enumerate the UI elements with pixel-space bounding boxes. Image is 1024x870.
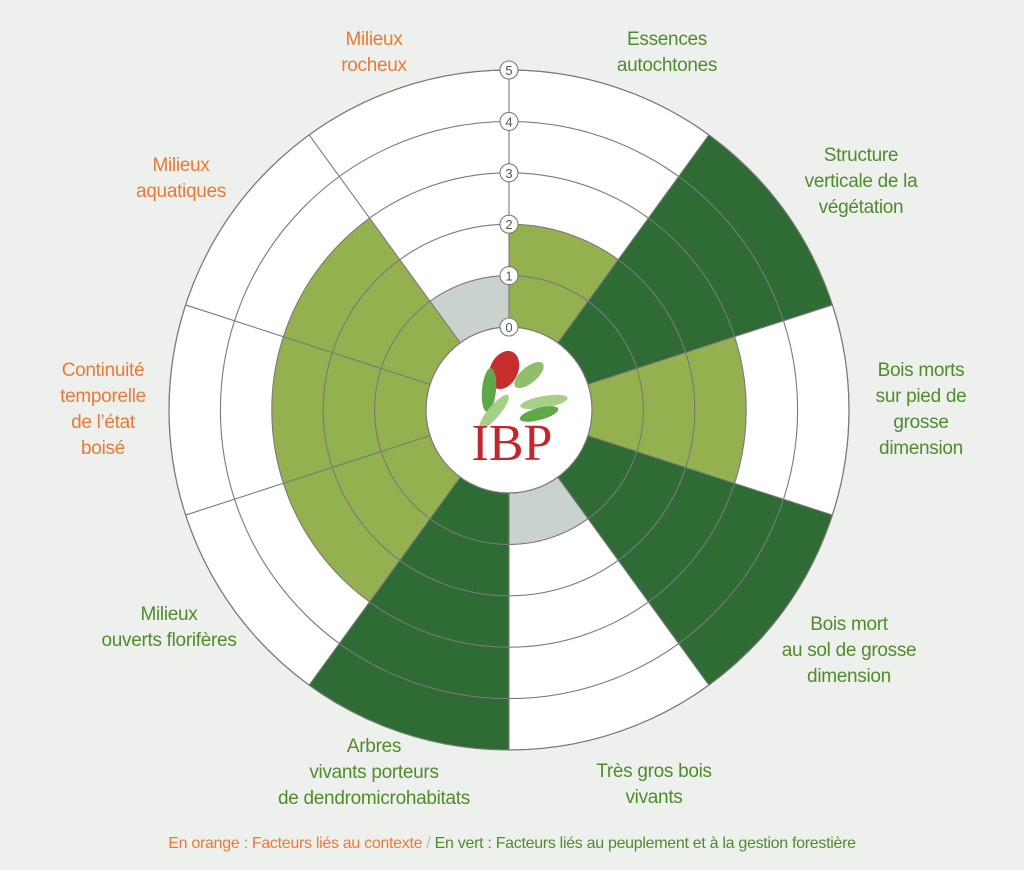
legend-orange: En orange : Facteurs liés au contexte xyxy=(168,835,423,852)
logo-leaf-icon xyxy=(514,361,544,389)
bar-continuit-temporelle-de-l-tat-bois- xyxy=(271,336,431,484)
tick-label-1: 1 xyxy=(505,269,512,284)
category-label: Bois mort au sol de grosse dimension xyxy=(781,614,917,687)
spoke xyxy=(587,435,833,516)
category-label: Continuité temporelle de l’état boisé xyxy=(60,360,146,459)
bar-milieux-aquatiques xyxy=(283,218,461,385)
bar-arbres-vivants-porteurs-de-dendromicrohabitats xyxy=(309,477,509,750)
tick-label-3: 3 xyxy=(505,166,512,181)
tick-bubble xyxy=(499,266,519,286)
tick-label-5: 5 xyxy=(505,63,512,78)
spoke xyxy=(185,435,431,516)
tick-label-0: 0 xyxy=(505,320,512,335)
bar-tr-s-gros-bois-vivants xyxy=(509,477,588,545)
category-label: Milieux rocheux xyxy=(341,29,407,76)
bar-milieux-rocheux xyxy=(430,275,509,343)
tick-bubble xyxy=(499,111,519,131)
legend-green: En vert : Facteurs liés au peuplement et… xyxy=(434,835,856,852)
category-label: Structure verticale de la végétation xyxy=(804,145,918,218)
category-label: Milieux ouverts florifères xyxy=(101,604,237,651)
category-label: Bois morts sur pied de grosse dimension xyxy=(875,360,967,459)
spoke xyxy=(557,476,710,686)
logo-leaf-icon xyxy=(481,368,497,412)
tick-bubble xyxy=(499,214,519,234)
bar-bois-morts-sur-pied-de-grosse-dimension xyxy=(587,336,747,484)
category-label: Milieux aquatiques xyxy=(136,155,226,202)
tick-bubble xyxy=(499,163,519,183)
spoke xyxy=(308,134,461,344)
logo-leaf-icon xyxy=(488,350,520,390)
tick-label-4: 4 xyxy=(505,114,512,129)
tick-label-2: 2 xyxy=(505,217,512,232)
spoke xyxy=(308,476,461,686)
tick-bubble xyxy=(499,60,519,80)
spoke xyxy=(587,304,833,385)
bar-milieux-ouverts-florif-res xyxy=(283,435,461,602)
logo-text: IBP xyxy=(472,415,553,472)
spoke xyxy=(557,134,710,344)
spoke xyxy=(185,304,431,385)
tick-bubble xyxy=(499,317,519,337)
category-label: Arbres vivants porteurs de dendromicroha… xyxy=(278,736,470,809)
bar-essences-autochtones xyxy=(509,224,619,343)
logo-leaf-icon xyxy=(519,406,559,422)
legend-separator: / xyxy=(422,835,435,852)
category-label: Essences autochtones xyxy=(616,29,718,76)
legend-footer: En orange : Facteurs liés au contexte / … xyxy=(0,835,1024,853)
logo-leaf-icon xyxy=(479,394,509,430)
bar-bois-mort-au-sol-de-grosse-dimension xyxy=(557,435,833,686)
logo-leaf-icon xyxy=(520,394,568,410)
bar-structure-verticale-de-la-v-g-tation xyxy=(557,134,833,385)
category-label: Très gros bois vivants xyxy=(596,761,712,808)
